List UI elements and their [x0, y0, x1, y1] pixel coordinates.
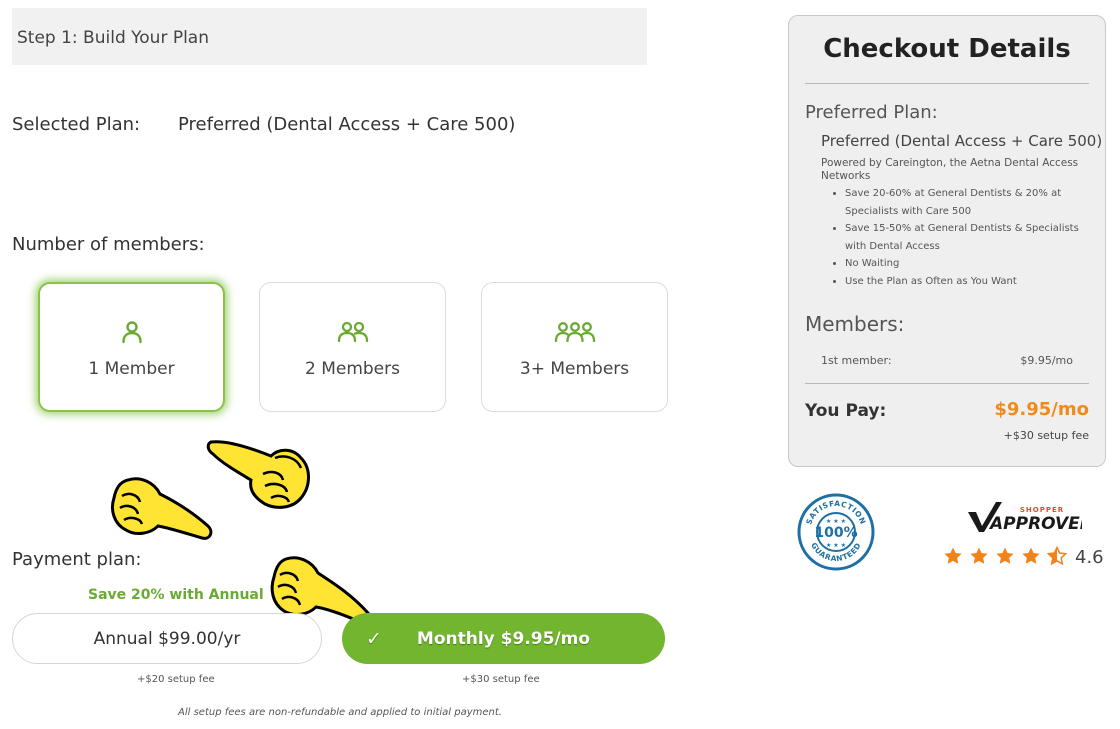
monthly-setup-fee: +$30 setup fee	[462, 674, 540, 685]
member-option-1[interactable]: 1 Member	[38, 282, 225, 412]
pointing-hand-icon	[270, 556, 371, 624]
star-icon: ★ ★ ★	[826, 518, 846, 525]
star-icon	[944, 547, 962, 564]
checkout-plan-heading: Preferred Plan:	[805, 102, 938, 123]
you-pay-total: $9.95/mo	[994, 399, 1089, 420]
rating-stars	[943, 546, 1073, 566]
shopper-approved-logo: SHOPPER APPROVED	[968, 502, 1082, 534]
checkout-member-label: 1st member:	[821, 354, 892, 367]
checkout-plan-name: Preferred (Dental Access + Care 500)	[821, 132, 1103, 150]
pointing-hand-icon	[206, 440, 310, 509]
checkout-members-heading: Members:	[805, 312, 905, 336]
feature-item: No Waiting	[845, 255, 1083, 273]
members-heading: Number of members:	[12, 234, 205, 255]
checkout-feature-list: Save 20-60% at General Dentists & 20% at…	[845, 185, 1083, 290]
half-star-icon	[1047, 546, 1067, 566]
approved-text: APPROVED	[988, 514, 1082, 534]
member-option-2[interactable]: 2 Members	[259, 282, 446, 412]
star-icon	[996, 547, 1014, 564]
two-people-icon	[337, 319, 369, 345]
annual-plan-button[interactable]: Annual $99.00/yr	[12, 613, 322, 664]
checkout-setup-fee: +$30 setup fee	[1003, 429, 1089, 442]
step-header: Step 1: Build Your Plan	[12, 8, 647, 65]
member-option-label: 1 Member	[88, 359, 175, 379]
badge-center-text: 100%	[814, 525, 857, 541]
annual-setup-fee: +$20 setup fee	[137, 674, 215, 685]
member-option-label: 2 Members	[304, 359, 400, 379]
annual-plan-label: Annual $99.00/yr	[93, 628, 241, 649]
rating-value: 4.6	[1075, 547, 1104, 568]
selected-plan-value: Preferred (Dental Access + Care 500)	[178, 114, 516, 135]
setup-fee-disclaimer: All setup fees are non-refundable and ap…	[178, 707, 502, 718]
member-option-label: 3+ Members	[519, 359, 630, 379]
shopper-small-text: SHOPPER	[1020, 506, 1064, 514]
pointing-hand-icon	[111, 477, 213, 540]
star-icon	[970, 547, 988, 564]
checkout-powered-by: Powered by Careington, the Aetna Dental …	[821, 157, 1079, 182]
divider	[805, 383, 1089, 384]
person-icon	[121, 319, 143, 345]
group-icon	[554, 319, 596, 345]
checkmark-icon: ✓	[366, 627, 382, 650]
star-icon	[1022, 547, 1040, 564]
feature-item: Use the Plan as Often as You Want	[845, 273, 1083, 291]
you-pay-label: You Pay:	[805, 401, 887, 421]
checkout-member-price: $9.95/mo	[1020, 354, 1073, 367]
checkout-title: Checkout Details	[823, 34, 1071, 64]
member-option-3[interactable]: 3+ Members	[481, 282, 668, 412]
monthly-plan-button[interactable]: ✓ Monthly $9.95/mo	[342, 613, 665, 664]
monthly-plan-label: Monthly $9.95/mo	[416, 628, 591, 649]
satisfaction-guaranteed-badge: SATISFACTION GUARANTEED 100% ★ ★ ★ ★ ★ ★	[797, 493, 875, 571]
feature-item: Save 15-50% at General Dentists & Specia…	[845, 220, 1083, 255]
divider	[805, 83, 1089, 84]
save-annual-note: Save 20% with Annual	[88, 587, 264, 603]
payment-heading: Payment plan:	[12, 549, 142, 570]
feature-item: Save 20-60% at General Dentists & 20% at…	[845, 185, 1083, 220]
star-icon: ★ ★ ★	[826, 542, 846, 549]
checkout-panel: Checkout Details Preferred Plan: Preferr…	[788, 15, 1106, 467]
selected-plan-label: Selected Plan:	[12, 114, 141, 135]
